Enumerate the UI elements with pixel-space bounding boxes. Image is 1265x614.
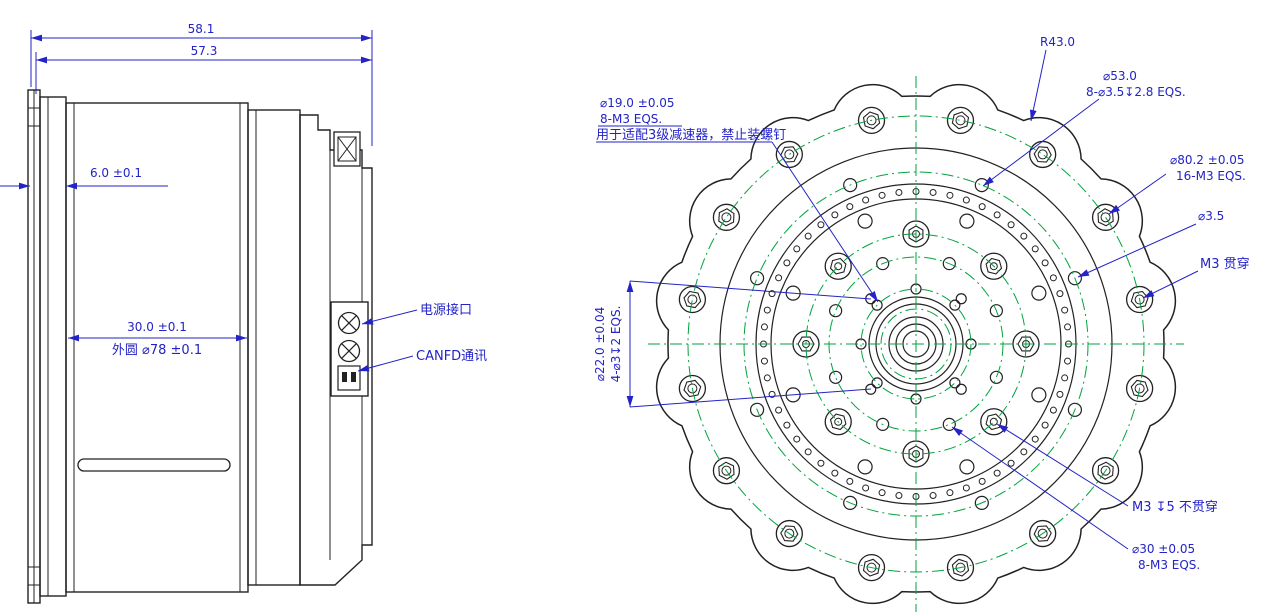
label-canfd: CANFD通讯 [416, 349, 487, 364]
dim-outer-radius: R43.0 [1040, 35, 1075, 49]
dimension-labels: 58.1 57.3 6.0 ±0.1 30.0 ±0.1 外圆 ⌀78 ±0.1… [90, 22, 1250, 572]
note-m3-blind: M3 ↧5 不贯穿 [1132, 499, 1218, 515]
dim-bc53-holes: 8-⌀3.5↧2.8 EQS. [1086, 85, 1186, 99]
note-m3-through: M3 贯穿 [1200, 256, 1250, 272]
dim-bc80-dia: ⌀80.2 ±0.05 [1170, 153, 1245, 167]
dim-bc22-dia: ⌀22.0 ±0.04 [593, 307, 607, 382]
dim-bc19-holes: 8-M3 EQS. [600, 112, 662, 126]
front-view-dimension-lines [596, 49, 1199, 550]
front-view-geometry [648, 76, 1184, 612]
dim-flange-thickness: 6.0 ±0.1 [90, 166, 142, 180]
label-power-connector: 电源接口 [420, 302, 472, 318]
dim-body-outer-dia: 外圆 ⌀78 ±0.1 [112, 343, 202, 358]
dim-bc30-dia: ⌀30 ±0.05 [1132, 542, 1195, 556]
dim-total-width: 58.1 [188, 22, 215, 36]
dim-bc80-holes: 16-M3 EQS. [1176, 169, 1246, 183]
dim-hole-dia: ⌀3.5 [1198, 209, 1224, 223]
dim-bc53-dia: ⌀53.0 [1103, 69, 1137, 83]
dim-body-length: 30.0 ±0.1 [127, 320, 187, 334]
side-view-dimension-lines [0, 30, 418, 372]
dim-bc22-holes: 4-⌀3↧2 EQS. [609, 306, 623, 383]
dim-bc30-holes: 8-M3 EQS. [1138, 558, 1200, 572]
note-bc19: 用于适配3级减速器，禁止装螺钉 [596, 128, 786, 143]
dim-bc19-dia: ⌀19.0 ±0.05 [600, 96, 675, 110]
dim-inner-width: 57.3 [191, 44, 218, 58]
